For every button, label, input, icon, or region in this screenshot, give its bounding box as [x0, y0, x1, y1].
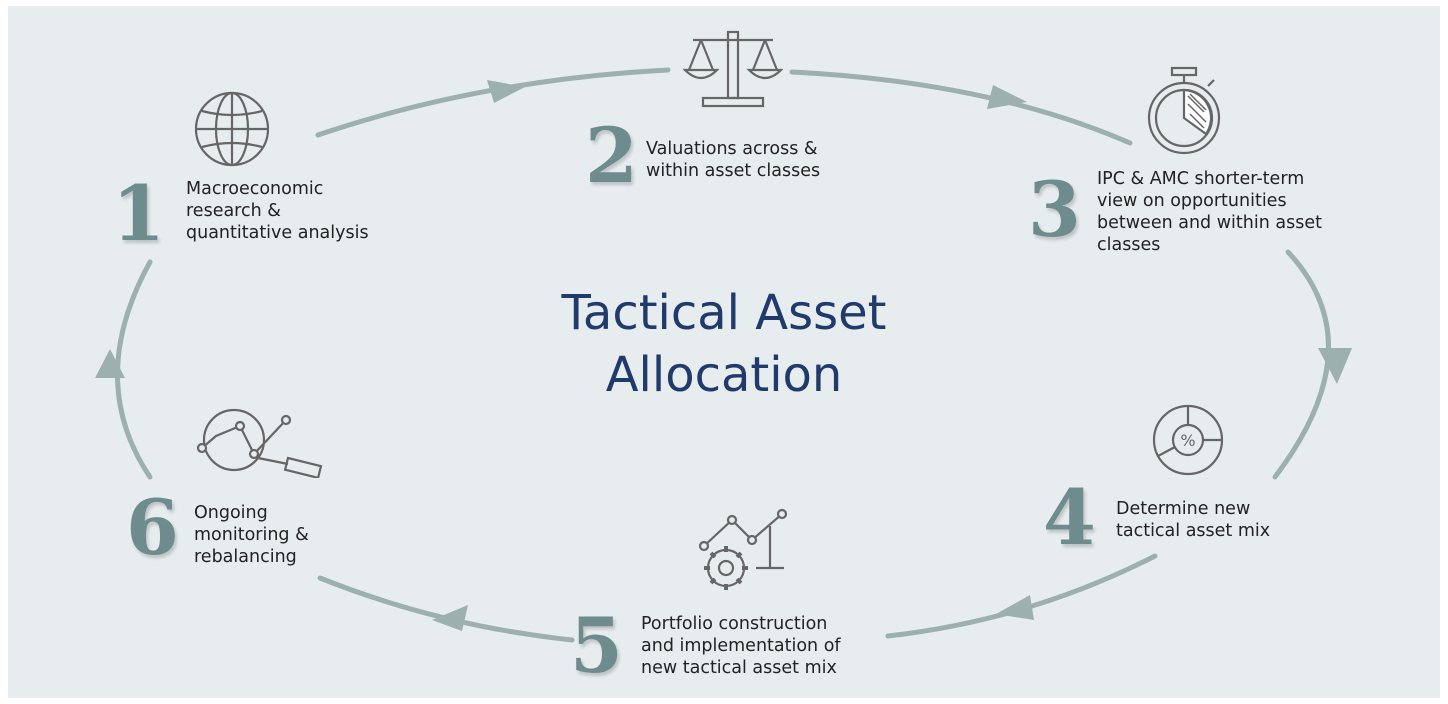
- cycle-arrowhead: [95, 349, 125, 378]
- balance-scale-icon: [683, 30, 783, 108]
- percent-pie-icon: %: [1152, 404, 1224, 476]
- step-3-number: 3: [1028, 165, 1081, 254]
- stopwatch-icon: [1147, 66, 1221, 155]
- title-line-2: Allocation: [605, 347, 843, 403]
- step-5-number: 5: [570, 601, 623, 690]
- step-2-number: 2: [585, 111, 638, 200]
- cycle-arrowhead: [487, 80, 525, 103]
- step-5-text: Portfolio construction and implementatio…: [641, 614, 841, 678]
- diagram-title: Tactical Asset Allocation: [474, 282, 974, 406]
- globe-icon: [194, 91, 270, 167]
- svg-text:%: %: [1180, 431, 1195, 450]
- step-2-text: Valuations across & within asset classes: [646, 139, 821, 181]
- cycle-arc-6-to-1: [115, 259, 153, 480]
- cycle-arc-2-to-3: [789, 69, 1133, 146]
- step-4-text: Determine new tactical asset mix: [1116, 499, 1271, 541]
- cycle-arc-5-to-6: [317, 575, 575, 643]
- magnifier-chart-icon: [196, 408, 323, 478]
- step-6-number: 6: [126, 483, 179, 572]
- step-1-number: 1: [112, 169, 165, 258]
- cycle-arrowhead: [1318, 348, 1352, 384]
- gear-chart-icon: [698, 508, 788, 590]
- cycle-arrowhead: [432, 605, 468, 631]
- title-line-1: Tactical Asset: [561, 285, 887, 341]
- cycle-arc-3-to-4: [1272, 249, 1331, 480]
- step-4-number: 4: [1043, 473, 1096, 562]
- step-6-text: Ongoing monitoring & rebalancing: [194, 503, 309, 567]
- cycle-arrowhead: [987, 85, 1027, 109]
- cycle-arrowhead: [996, 595, 1034, 620]
- cycle-arc-4-to-5: [885, 553, 1158, 639]
- step-1-text: Macroeconomic research & quantitative an…: [186, 179, 369, 243]
- step-3-text: IPC & AMC shorter-term view on opportuni…: [1097, 169, 1322, 255]
- cycle-arc-1-to-2: [315, 67, 671, 138]
